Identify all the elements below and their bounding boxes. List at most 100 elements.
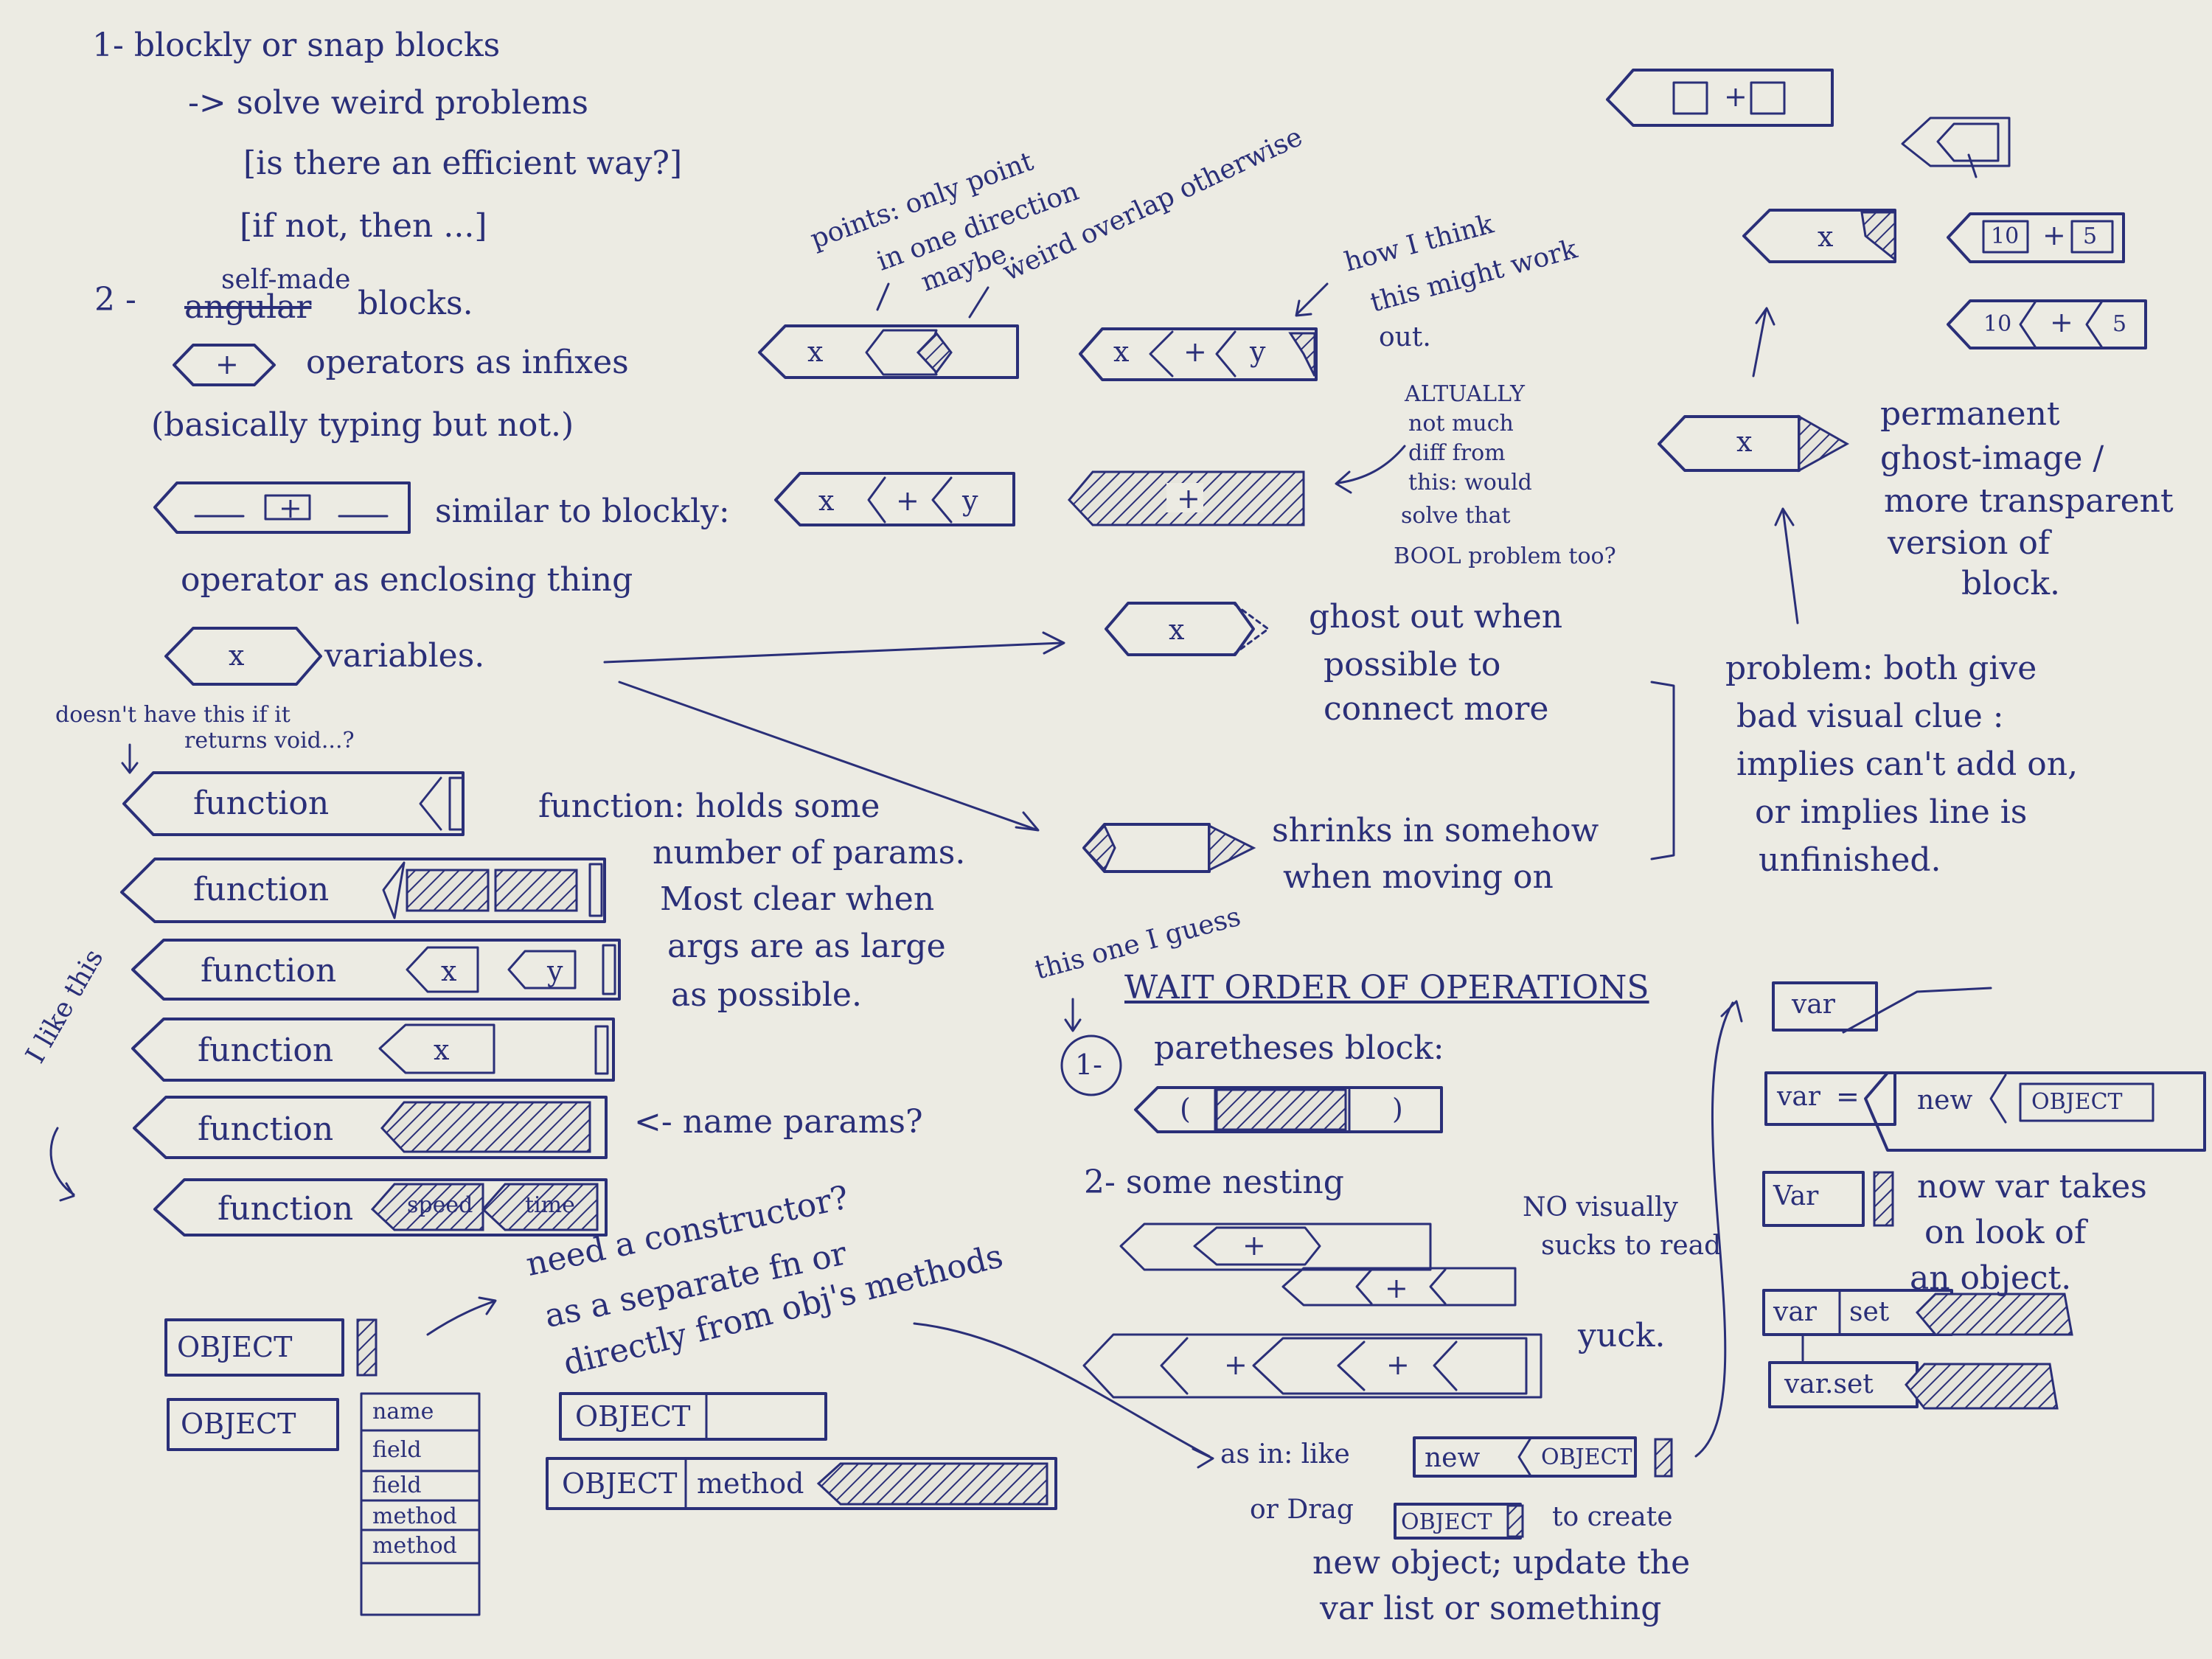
ghost-x-label: x xyxy=(1169,613,1185,646)
object-label-1: OBJECT xyxy=(177,1331,293,1363)
actually-note-6: BOOL problem too? xyxy=(1394,543,1616,569)
var-dot-set-block xyxy=(1768,1361,2059,1410)
permanent-note-5: block. xyxy=(1961,565,2061,602)
var-list-note: var list or something xyxy=(1320,1590,1662,1627)
ten-label: 10 xyxy=(1991,223,2020,249)
object-method-label: OBJECT xyxy=(562,1467,678,1500)
method-1: method xyxy=(372,1503,457,1529)
yuck-plus-2: + xyxy=(1386,1349,1410,1381)
shrinks-note-2: when moving on xyxy=(1283,858,1554,896)
function-block-xy-args xyxy=(131,939,621,1001)
plus-operator-label: + xyxy=(215,348,239,380)
blockly-enclosing-operator xyxy=(153,481,411,534)
var-cap-label: Var xyxy=(1773,1181,1819,1211)
to-create-note: to create xyxy=(1552,1502,1673,1532)
note-2-blocks: blocks. xyxy=(358,285,473,322)
actually-note-1: ALTUALLY xyxy=(1405,381,1525,407)
drag-object-label: OBJECT xyxy=(1401,1509,1492,1535)
function-arg-x-2: x xyxy=(434,1034,450,1066)
function-block-x-arg xyxy=(131,1018,615,1082)
chain-plus-label: + xyxy=(1183,335,1207,368)
problem-note-4: or implies line is xyxy=(1755,793,2028,831)
blockly-y-label: y xyxy=(962,484,978,517)
blockly-x-label: x xyxy=(818,484,835,517)
blockly-plus-block xyxy=(1606,69,1834,127)
shrinks-note-1: shrinks in somehow xyxy=(1272,812,1599,849)
problem-note-5: unfinished. xyxy=(1759,841,1941,879)
var-top-label: var xyxy=(1792,990,1836,1020)
var-set-block xyxy=(1762,1289,2073,1362)
plus-operator-hexagon xyxy=(173,344,276,386)
object-method-block-top xyxy=(559,1392,827,1441)
void-note-1: doesn't have this if it xyxy=(55,702,291,728)
function-arg-y: y xyxy=(547,955,563,987)
permanent-note-1: permanent xyxy=(1880,395,2060,433)
function-label-3: function xyxy=(201,952,337,990)
variable-x-label: x xyxy=(229,639,245,672)
function-note-2: number of params. xyxy=(653,834,966,872)
overlap-x-label: x xyxy=(807,335,824,368)
problem-note-1: problem: both give xyxy=(1725,650,2037,687)
nest-plus-2: + xyxy=(1385,1272,1408,1304)
method-label: method xyxy=(697,1467,804,1500)
object-method-block xyxy=(546,1457,1057,1510)
step-one-circle xyxy=(1060,1034,1122,1096)
as-in-note: as in: like xyxy=(1220,1439,1350,1470)
blockly-plus-label: + xyxy=(279,492,302,524)
function-note-5: as possible. xyxy=(671,976,862,1014)
ten-plus-label: + xyxy=(2042,219,2066,251)
similar-blockly-note: similar to blockly: xyxy=(435,493,730,530)
function-label-1: function xyxy=(193,785,330,822)
note-2-prefix: 2 - xyxy=(94,281,136,319)
function-block-void xyxy=(122,771,465,836)
blockly-plus-inline: + xyxy=(896,484,919,517)
nested-small-block xyxy=(1901,116,2011,178)
x-block-hatched-end xyxy=(1742,209,1896,263)
rparen-label: ) xyxy=(1392,1093,1403,1125)
var-dot-set-label: var.set xyxy=(1784,1369,1874,1399)
yuck-plus-1: + xyxy=(1224,1349,1248,1381)
object-label-2: OBJECT xyxy=(181,1408,296,1440)
permanent-note-3: more transparent xyxy=(1884,482,2174,520)
var-equals-label: = xyxy=(1836,1080,1860,1113)
problem-note-3: implies can't add on, xyxy=(1736,745,2079,783)
param-speed: speed xyxy=(407,1192,473,1218)
drag-object-block xyxy=(1394,1503,1524,1540)
note-2-angular: angular xyxy=(184,288,312,326)
new-var-note-1: now var takes xyxy=(1917,1168,2147,1206)
variables-note: variables. xyxy=(324,637,485,675)
permanent-ghost-block xyxy=(1658,414,1850,473)
new-var-note-3: an object. xyxy=(1910,1259,2072,1297)
ops-infix-note: operators as infixes xyxy=(306,344,629,381)
actually-note-3: diff from xyxy=(1408,440,1506,466)
or-drag-note: or Drag xyxy=(1250,1495,1354,1525)
ghost-note-2: possible to xyxy=(1324,646,1501,684)
var-object-look xyxy=(1762,1171,1894,1227)
name-params-note: <- name params? xyxy=(634,1103,923,1141)
object-block-with-fields xyxy=(167,1392,481,1616)
permanent-note-4: version of xyxy=(1888,524,2051,562)
object-block xyxy=(164,1318,378,1377)
lparen-label: ( xyxy=(1180,1093,1191,1125)
overlap-block-x xyxy=(758,324,1019,379)
var-set-label: set xyxy=(1849,1297,1890,1327)
note-2-selfmade: self-made xyxy=(221,265,351,295)
wait-order-heading: WAIT ORDER OF OPERATIONS xyxy=(1124,969,1649,1006)
ten-plus-label-2: + xyxy=(2050,306,2073,338)
no-visually-1: NO visually xyxy=(1523,1192,1678,1222)
ten-plus-five-nested xyxy=(1947,299,2147,349)
method-2: method xyxy=(372,1533,457,1559)
var-block-top xyxy=(1772,981,1992,1034)
new-object-update-note: new object; update the xyxy=(1312,1544,1691,1582)
note-1-title: 1- blockly or snap blocks xyxy=(92,27,501,64)
new-label: new xyxy=(1425,1443,1481,1473)
variable-block xyxy=(164,627,322,686)
some-nesting-note: 2- some nesting xyxy=(1084,1164,1344,1201)
function-label-4: function xyxy=(198,1032,334,1069)
ghost-note-1: ghost out when xyxy=(1309,598,1563,636)
permanent-note-2: ghost-image / xyxy=(1880,439,2104,477)
basically-typing-note: (basically typing but not.) xyxy=(151,406,574,444)
parentheses-block xyxy=(1134,1086,1443,1133)
function-label-5: function xyxy=(198,1110,334,1148)
ten-label-2: 10 xyxy=(1983,311,2012,337)
